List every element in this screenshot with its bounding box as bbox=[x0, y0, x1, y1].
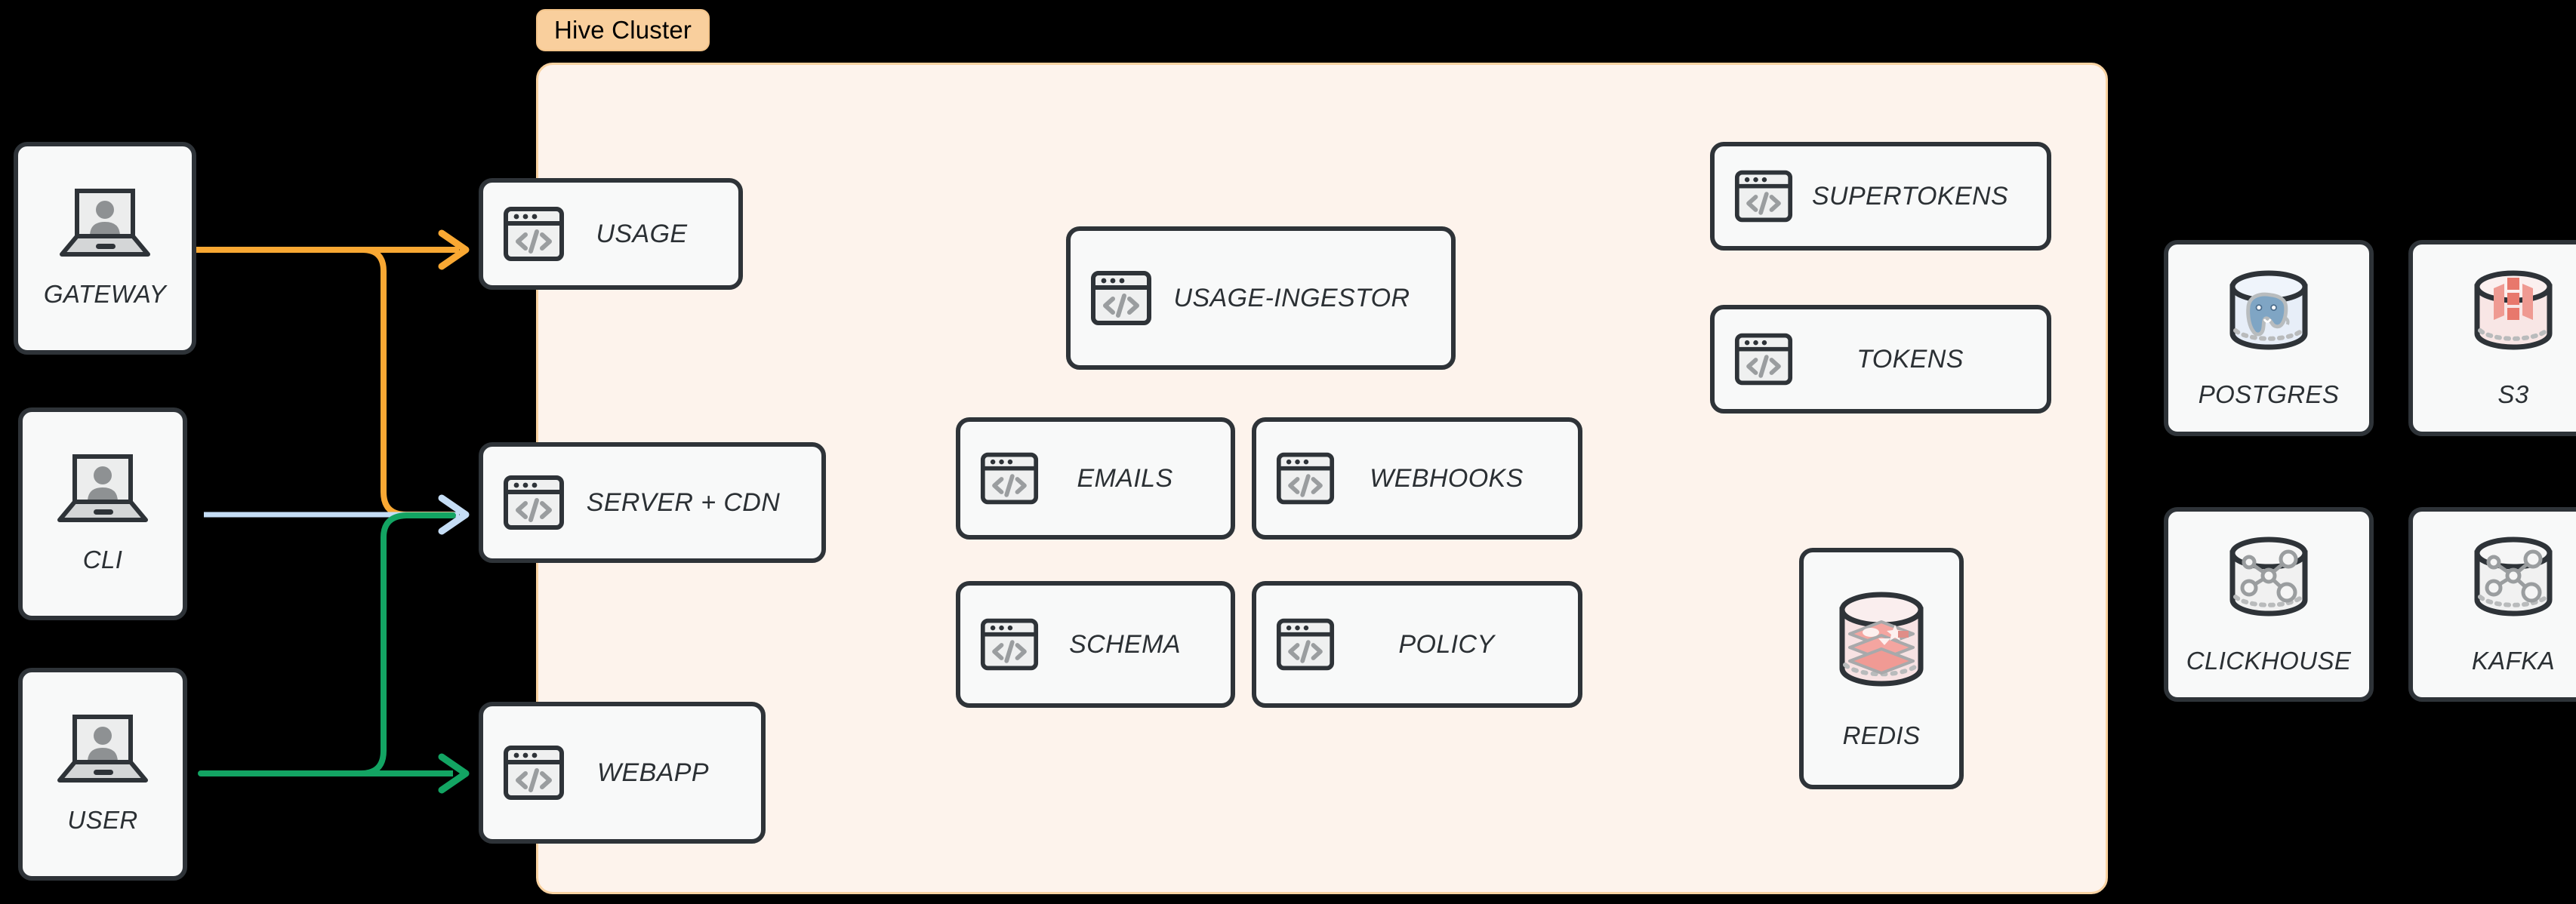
datastore-label: REDIS bbox=[1842, 721, 1921, 749]
client-label: USER bbox=[67, 806, 138, 834]
service-node-policy[interactable]: POLICY bbox=[1252, 581, 1582, 708]
service-label: POLICY bbox=[1398, 629, 1495, 659]
client-label: GATEWAY bbox=[43, 280, 167, 308]
generic-cylinder-icon bbox=[2460, 533, 2566, 626]
datastore-node-s3[interactable]: S3 bbox=[2408, 240, 2576, 436]
generic-cylinder-icon bbox=[2216, 533, 2322, 626]
datastore-label: S3 bbox=[2497, 380, 2529, 408]
postgres-cylinder-icon bbox=[2216, 267, 2322, 359]
service-node-server-cdn[interactable]: SERVER + CDN bbox=[479, 442, 826, 563]
client-node-gateway[interactable]: GATEWAY bbox=[14, 142, 196, 355]
code-window-icon bbox=[503, 742, 565, 804]
service-node-usage[interactable]: USAGE bbox=[479, 178, 743, 290]
service-node-supertokens[interactable]: SUPERTOKENS bbox=[1710, 142, 2051, 251]
code-window-icon bbox=[1734, 330, 1793, 389]
service-node-usage-ingestor[interactable]: USAGE-INGESTOR bbox=[1066, 226, 1456, 370]
service-label: WEBAPP bbox=[597, 758, 709, 787]
connector-user-server-cdn bbox=[198, 512, 456, 776]
service-label: SCHEMA bbox=[1069, 629, 1181, 659]
datastore-node-redis[interactable]: REDIS bbox=[1799, 548, 1964, 789]
service-node-schema[interactable]: SCHEMA bbox=[956, 581, 1235, 708]
redis-cylinder-icon bbox=[1829, 587, 1934, 700]
hive-cluster-badge: Hive Cluster bbox=[536, 9, 710, 51]
code-window-icon bbox=[980, 615, 1039, 674]
service-label: USAGE bbox=[596, 219, 688, 248]
s3-cylinder-icon bbox=[2460, 267, 2566, 359]
datastore-label: POSTGRES bbox=[2198, 380, 2340, 408]
code-window-icon bbox=[503, 203, 565, 265]
client-node-cli[interactable]: CLI bbox=[18, 407, 187, 620]
datastore-node-clickhouse[interactable]: CLICKHOUSE bbox=[2164, 507, 2374, 702]
service-label: WEBHOOKS bbox=[1370, 463, 1524, 493]
service-label: SERVER + CDN bbox=[586, 487, 781, 517]
code-window-icon bbox=[503, 472, 565, 533]
service-node-emails[interactable]: EMAILS bbox=[956, 417, 1235, 540]
connector-user-webapp bbox=[201, 753, 470, 794]
hive-cluster-badge-label: Hive Cluster bbox=[554, 16, 692, 44]
code-window-icon bbox=[1276, 449, 1335, 508]
connector-cli-server-cdn bbox=[204, 494, 470, 535]
laptop-user-icon bbox=[57, 714, 149, 786]
datastore-label: KAFKA bbox=[2471, 647, 2556, 675]
datastore-node-postgres[interactable]: POSTGRES bbox=[2164, 240, 2374, 436]
client-node-user[interactable]: USER bbox=[18, 668, 187, 881]
service-label: TOKENS bbox=[1857, 344, 1964, 374]
datastore-label: CLICKHOUSE bbox=[2186, 647, 2352, 675]
service-label: USAGE-INGESTOR bbox=[1173, 283, 1410, 312]
connector-gateway-server-cdn bbox=[181, 247, 456, 518]
code-window-icon bbox=[1734, 167, 1793, 226]
service-label: SUPERTOKENS bbox=[1811, 181, 2009, 211]
laptop-user-icon bbox=[57, 454, 149, 526]
code-window-icon bbox=[1090, 267, 1152, 329]
client-label: CLI bbox=[82, 546, 123, 573]
service-node-tokens[interactable]: TOKENS bbox=[1710, 305, 2051, 414]
service-node-webapp[interactable]: WEBAPP bbox=[479, 702, 766, 844]
connector-gateway-usage bbox=[211, 229, 470, 270]
laptop-user-icon bbox=[59, 188, 151, 260]
code-window-icon bbox=[1276, 615, 1335, 674]
service-node-webhooks[interactable]: WEBHOOKS bbox=[1252, 417, 1582, 540]
service-label: EMAILS bbox=[1077, 463, 1173, 493]
datastore-node-kafka[interactable]: KAFKA bbox=[2408, 507, 2576, 702]
code-window-icon bbox=[980, 449, 1039, 508]
